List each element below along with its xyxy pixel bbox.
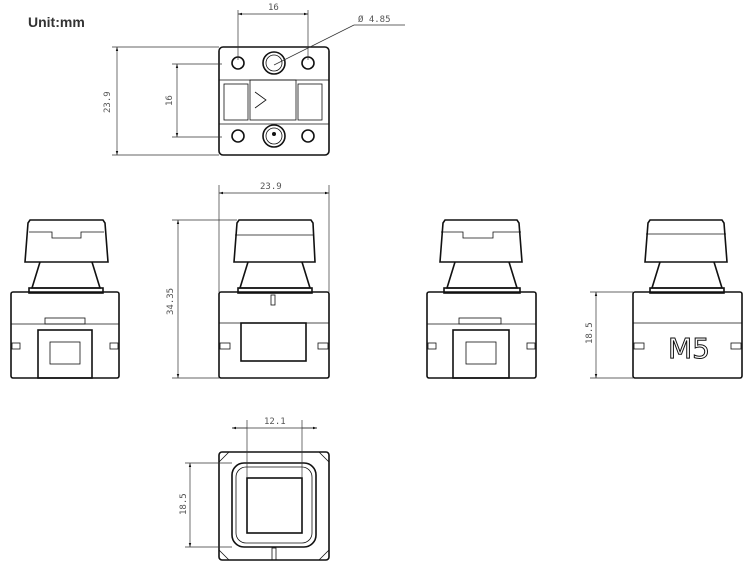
top-dim-hole: Ø 4.85 xyxy=(358,14,391,25)
side-view: M5 18.5 xyxy=(585,219,743,379)
front-dim-height: 34.35 xyxy=(166,288,176,315)
back-view xyxy=(426,219,537,379)
side-dim-height: 18.5 xyxy=(585,322,595,344)
unit-label: Unit:mm xyxy=(28,14,85,30)
front-left-view xyxy=(10,219,120,379)
bottom-dim-height: 18.5 xyxy=(179,493,189,515)
bottom-dim-width: 12.1 xyxy=(264,417,286,427)
top-view: 16 Ø 4.85 23.9 16 xyxy=(103,3,405,156)
top-dim-height-outer: 23.9 xyxy=(103,91,113,113)
top-dim-width: 16 xyxy=(268,3,279,13)
front-view: 23.9 34.35 xyxy=(166,182,330,379)
top-dim-height-inner: 16 xyxy=(165,95,175,106)
front-dim-width: 23.9 xyxy=(260,182,282,192)
side-label-m5: M5 xyxy=(668,332,710,365)
bottom-view: 12.1 18.5 xyxy=(179,417,330,561)
